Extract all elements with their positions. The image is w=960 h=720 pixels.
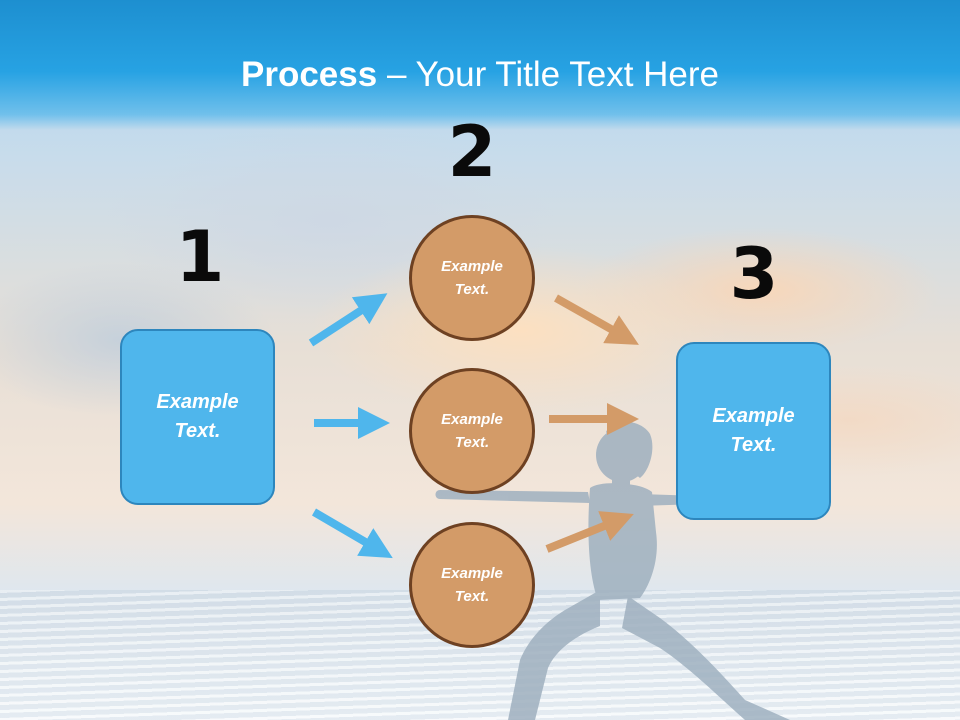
title-rest: – Your Title Text Here xyxy=(377,55,719,94)
arrow-tan-down xyxy=(554,294,639,345)
step-2-circle-bottom: Example Text. xyxy=(409,522,535,648)
title-bar xyxy=(0,0,960,130)
step-number-2: 2 xyxy=(447,111,497,193)
step-number-1: 1 xyxy=(175,216,225,298)
step-2-circle-top: Example Text. xyxy=(409,215,535,341)
step-number-3: 3 xyxy=(729,233,779,315)
step-2-circle-middle: Example Text. xyxy=(409,368,535,494)
step-3-box: Example Text. xyxy=(676,342,831,520)
step-1-box-text: Example Text. xyxy=(156,391,239,442)
arrow-blue-up xyxy=(308,293,388,347)
slide-title: Process – Your Title Text Here xyxy=(0,52,960,98)
circle-bottom-text: Example Text. xyxy=(441,565,503,605)
arrow-tan-up xyxy=(545,511,634,553)
step-1-box: Example Text. xyxy=(120,329,275,505)
step-3-box-text: Example Text. xyxy=(712,405,795,456)
title-strong: Process xyxy=(241,55,378,94)
circle-top-text: Example Text. xyxy=(441,258,503,298)
arrow-blue-down xyxy=(311,508,393,559)
circle-middle-text: Example Text. xyxy=(441,411,503,451)
